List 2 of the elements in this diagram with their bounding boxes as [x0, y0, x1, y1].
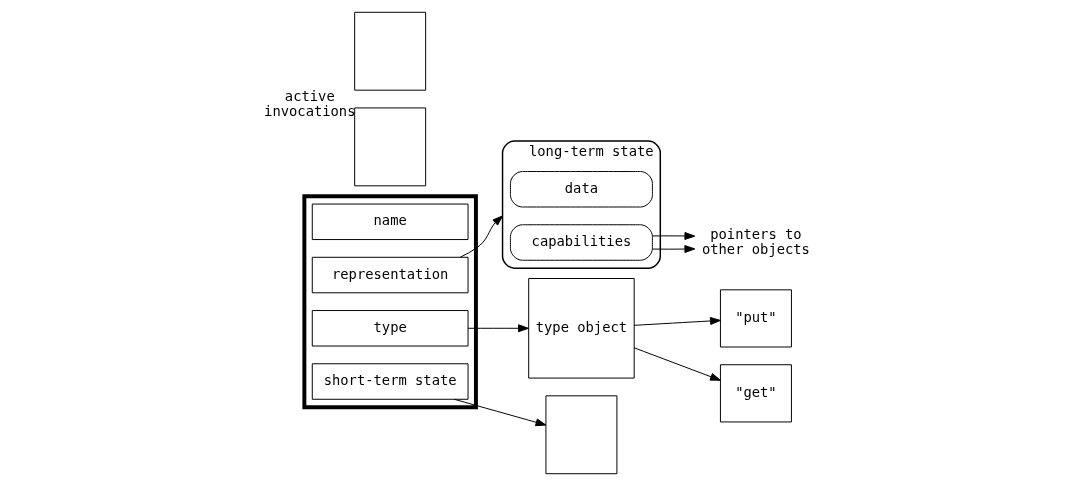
node-text: pointers to other objects — [701, 225, 810, 257]
node-label: active invocations — [264, 88, 356, 120]
